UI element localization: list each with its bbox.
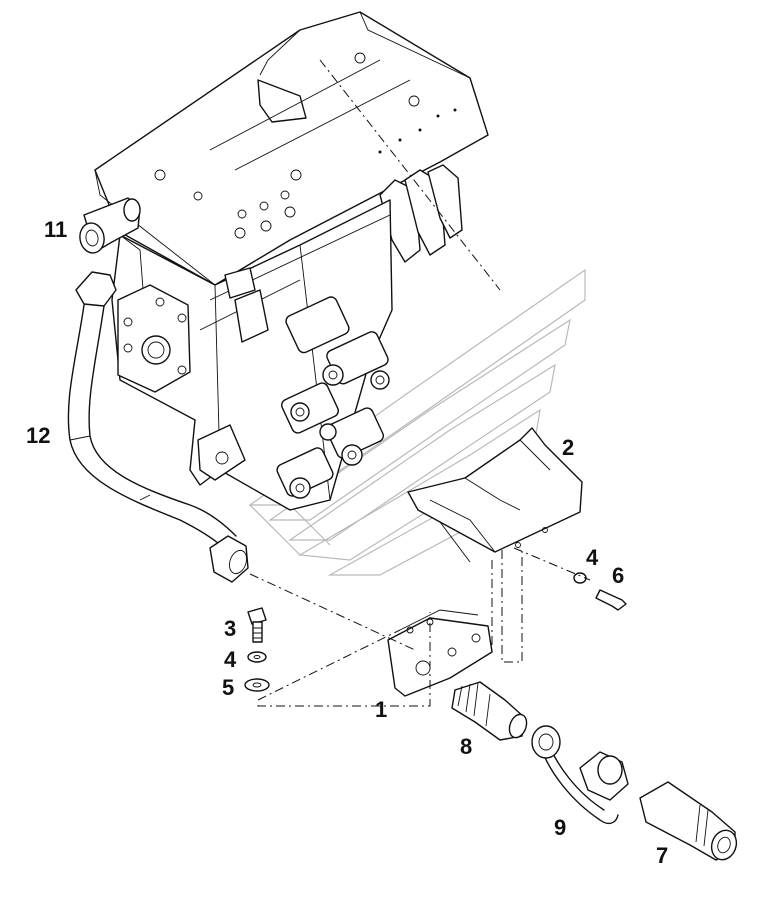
callout-4-left: 4 [224,647,237,672]
callout-4-right: 4 [586,545,599,570]
screw-part [573,572,627,611]
callout-2: 2 [562,435,574,460]
callouts: 1 2 3 4 4 5 6 7 8 9 11 12 [26,217,668,868]
callout-8: 8 [460,734,472,759]
callout-9: 9 [554,815,566,840]
callout-11: 11 [44,217,67,242]
callout-6: 6 [612,563,624,588]
callout-1: 1 [375,697,387,722]
coupler-part [639,781,738,861]
lock-washer-part [247,651,267,663]
valve-block-assembly [94,11,489,511]
callout-5: 5 [222,675,234,700]
callout-12: 12 [26,423,50,448]
cover-part [407,427,583,563]
coupling-part [451,681,528,741]
assembly-leaders [249,59,591,707]
hose-part [67,271,249,583]
callout-3: 3 [224,616,236,641]
callout-7: 7 [656,843,668,868]
flat-washer-part [244,678,270,692]
elbow-fitting-part [79,197,141,254]
dust-cap-part [531,725,629,825]
bolt-part [247,607,267,643]
